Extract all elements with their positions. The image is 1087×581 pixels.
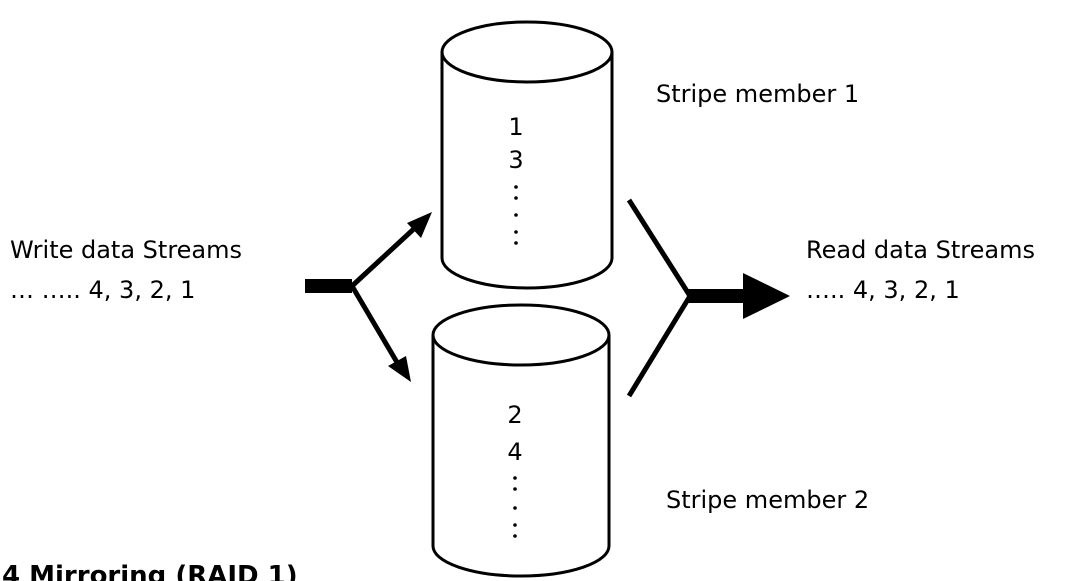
disk-1-value-2: 3 (508, 146, 523, 174)
disk-stripe-member-2: 2 4 (431, 303, 611, 578)
write-branch-down (349, 284, 401, 366)
disk-1-body (440, 52, 614, 290)
read-streams-sequence: ….. 4, 3, 2, 1 (806, 276, 960, 304)
disk-2-value-1: 2 (507, 401, 522, 429)
disk-1-top (440, 20, 614, 84)
write-arrowhead-down-icon (388, 356, 411, 382)
write-arrowhead-up-icon (407, 212, 432, 238)
write-split-arrow (305, 212, 432, 382)
disk-2-body (431, 335, 611, 578)
stripe-member-1-label: Stripe member 1 (656, 80, 859, 108)
read-branch-down (626, 294, 693, 398)
disk-2-value-2: 4 (507, 438, 522, 466)
read-output-stem (688, 289, 748, 303)
write-input-stem (305, 279, 352, 293)
stripe-member-2-label: Stripe member 2 (666, 486, 869, 514)
disk-1-ellipsis-dots (514, 185, 518, 245)
disk-1-value-1: 1 (508, 113, 523, 141)
read-branch-up (626, 198, 693, 298)
read-streams-title: Read data Streams (806, 236, 1035, 264)
write-branch-up (350, 224, 419, 288)
disk-2-top (431, 303, 611, 367)
write-streams-title: Write data Streams (10, 236, 242, 264)
write-streams-sequence: … ….. 4, 3, 2, 1 (10, 276, 195, 304)
disk-2-ellipsis-dots (513, 476, 517, 538)
read-merge-arrow (626, 198, 790, 398)
read-arrowhead-right-icon (743, 273, 790, 319)
disk-stripe-member-1: 1 3 (440, 20, 614, 290)
section-heading: 4 Mirroring (RAID 1) (2, 561, 298, 581)
